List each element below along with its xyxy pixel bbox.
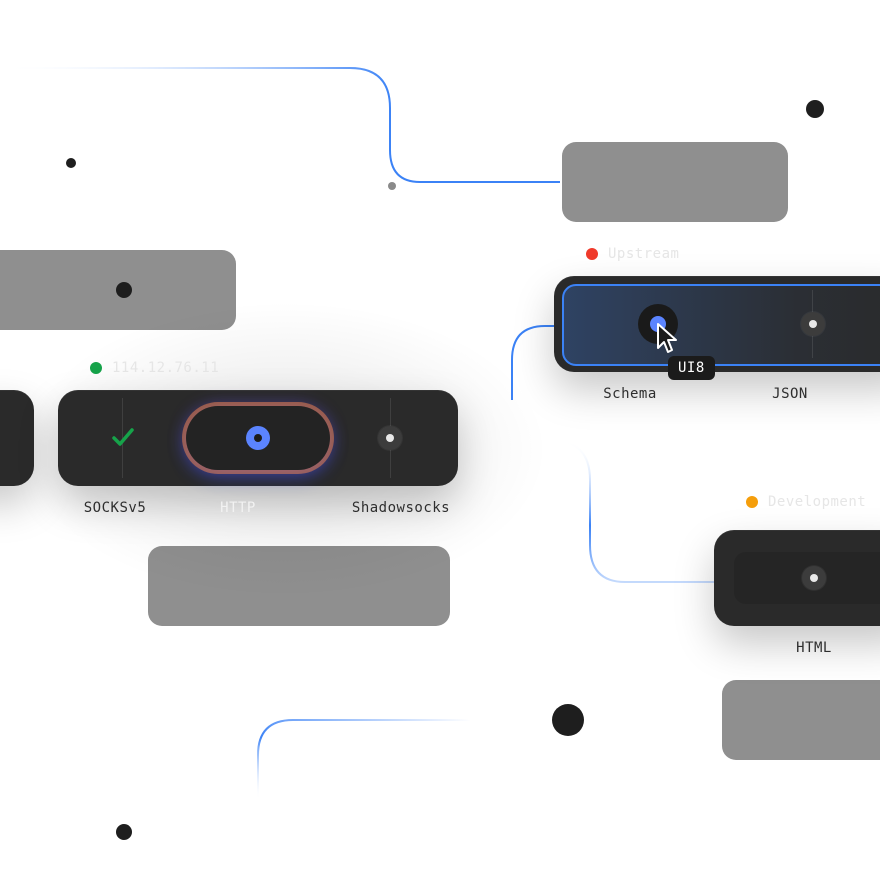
proxy-status: 114.12.76.11 [90,360,219,376]
upstream-connector [511,325,566,400]
status-address: 114.12.76.11 [112,360,220,376]
decor-dot [388,182,396,190]
placeholder-block [562,142,788,222]
option-label: Shadowsocks [351,500,451,516]
tooltip: UI8 [668,356,715,380]
bottom-connector [257,719,470,800]
status-led [90,362,102,374]
decor-dot [806,100,824,118]
option-html[interactable] [802,566,826,590]
output-selector[interactable] [714,530,880,626]
offscreen-panel-edge [0,390,34,486]
format-selector[interactable] [554,276,880,372]
development-connector [460,439,720,583]
development-status: Development [746,494,866,510]
top-connector [0,67,560,183]
status-led [746,496,758,508]
decor-dot [66,158,76,168]
option-label: JSON [772,386,808,402]
upstream-status: Upstream [586,246,679,262]
selected-indicator-icon [246,426,270,450]
option-shadowsocks[interactable] [378,426,402,450]
option-http-selected[interactable] [186,406,330,470]
status-text: Upstream [608,246,680,262]
protocol-selector[interactable] [58,390,458,486]
status-led [586,248,598,260]
placeholder-block [0,250,236,330]
decor-dot [552,704,584,736]
option-label: HTML [796,640,832,656]
option-socksv5[interactable] [110,424,136,450]
option-label: SOCKSv5 [83,500,147,516]
option-label: Schema [603,386,657,402]
option-json[interactable] [801,312,825,336]
decor-dot [116,824,132,840]
mouse-pointer-icon [657,323,677,353]
status-text: Development [768,494,867,510]
divider-tick [122,398,123,478]
option-label: HTTP [220,500,256,516]
placeholder-block [722,680,880,760]
placeholder-block [148,546,450,626]
check-icon [112,428,134,446]
decor-dot [116,282,132,298]
schema-option-highlight[interactable] [562,284,880,366]
